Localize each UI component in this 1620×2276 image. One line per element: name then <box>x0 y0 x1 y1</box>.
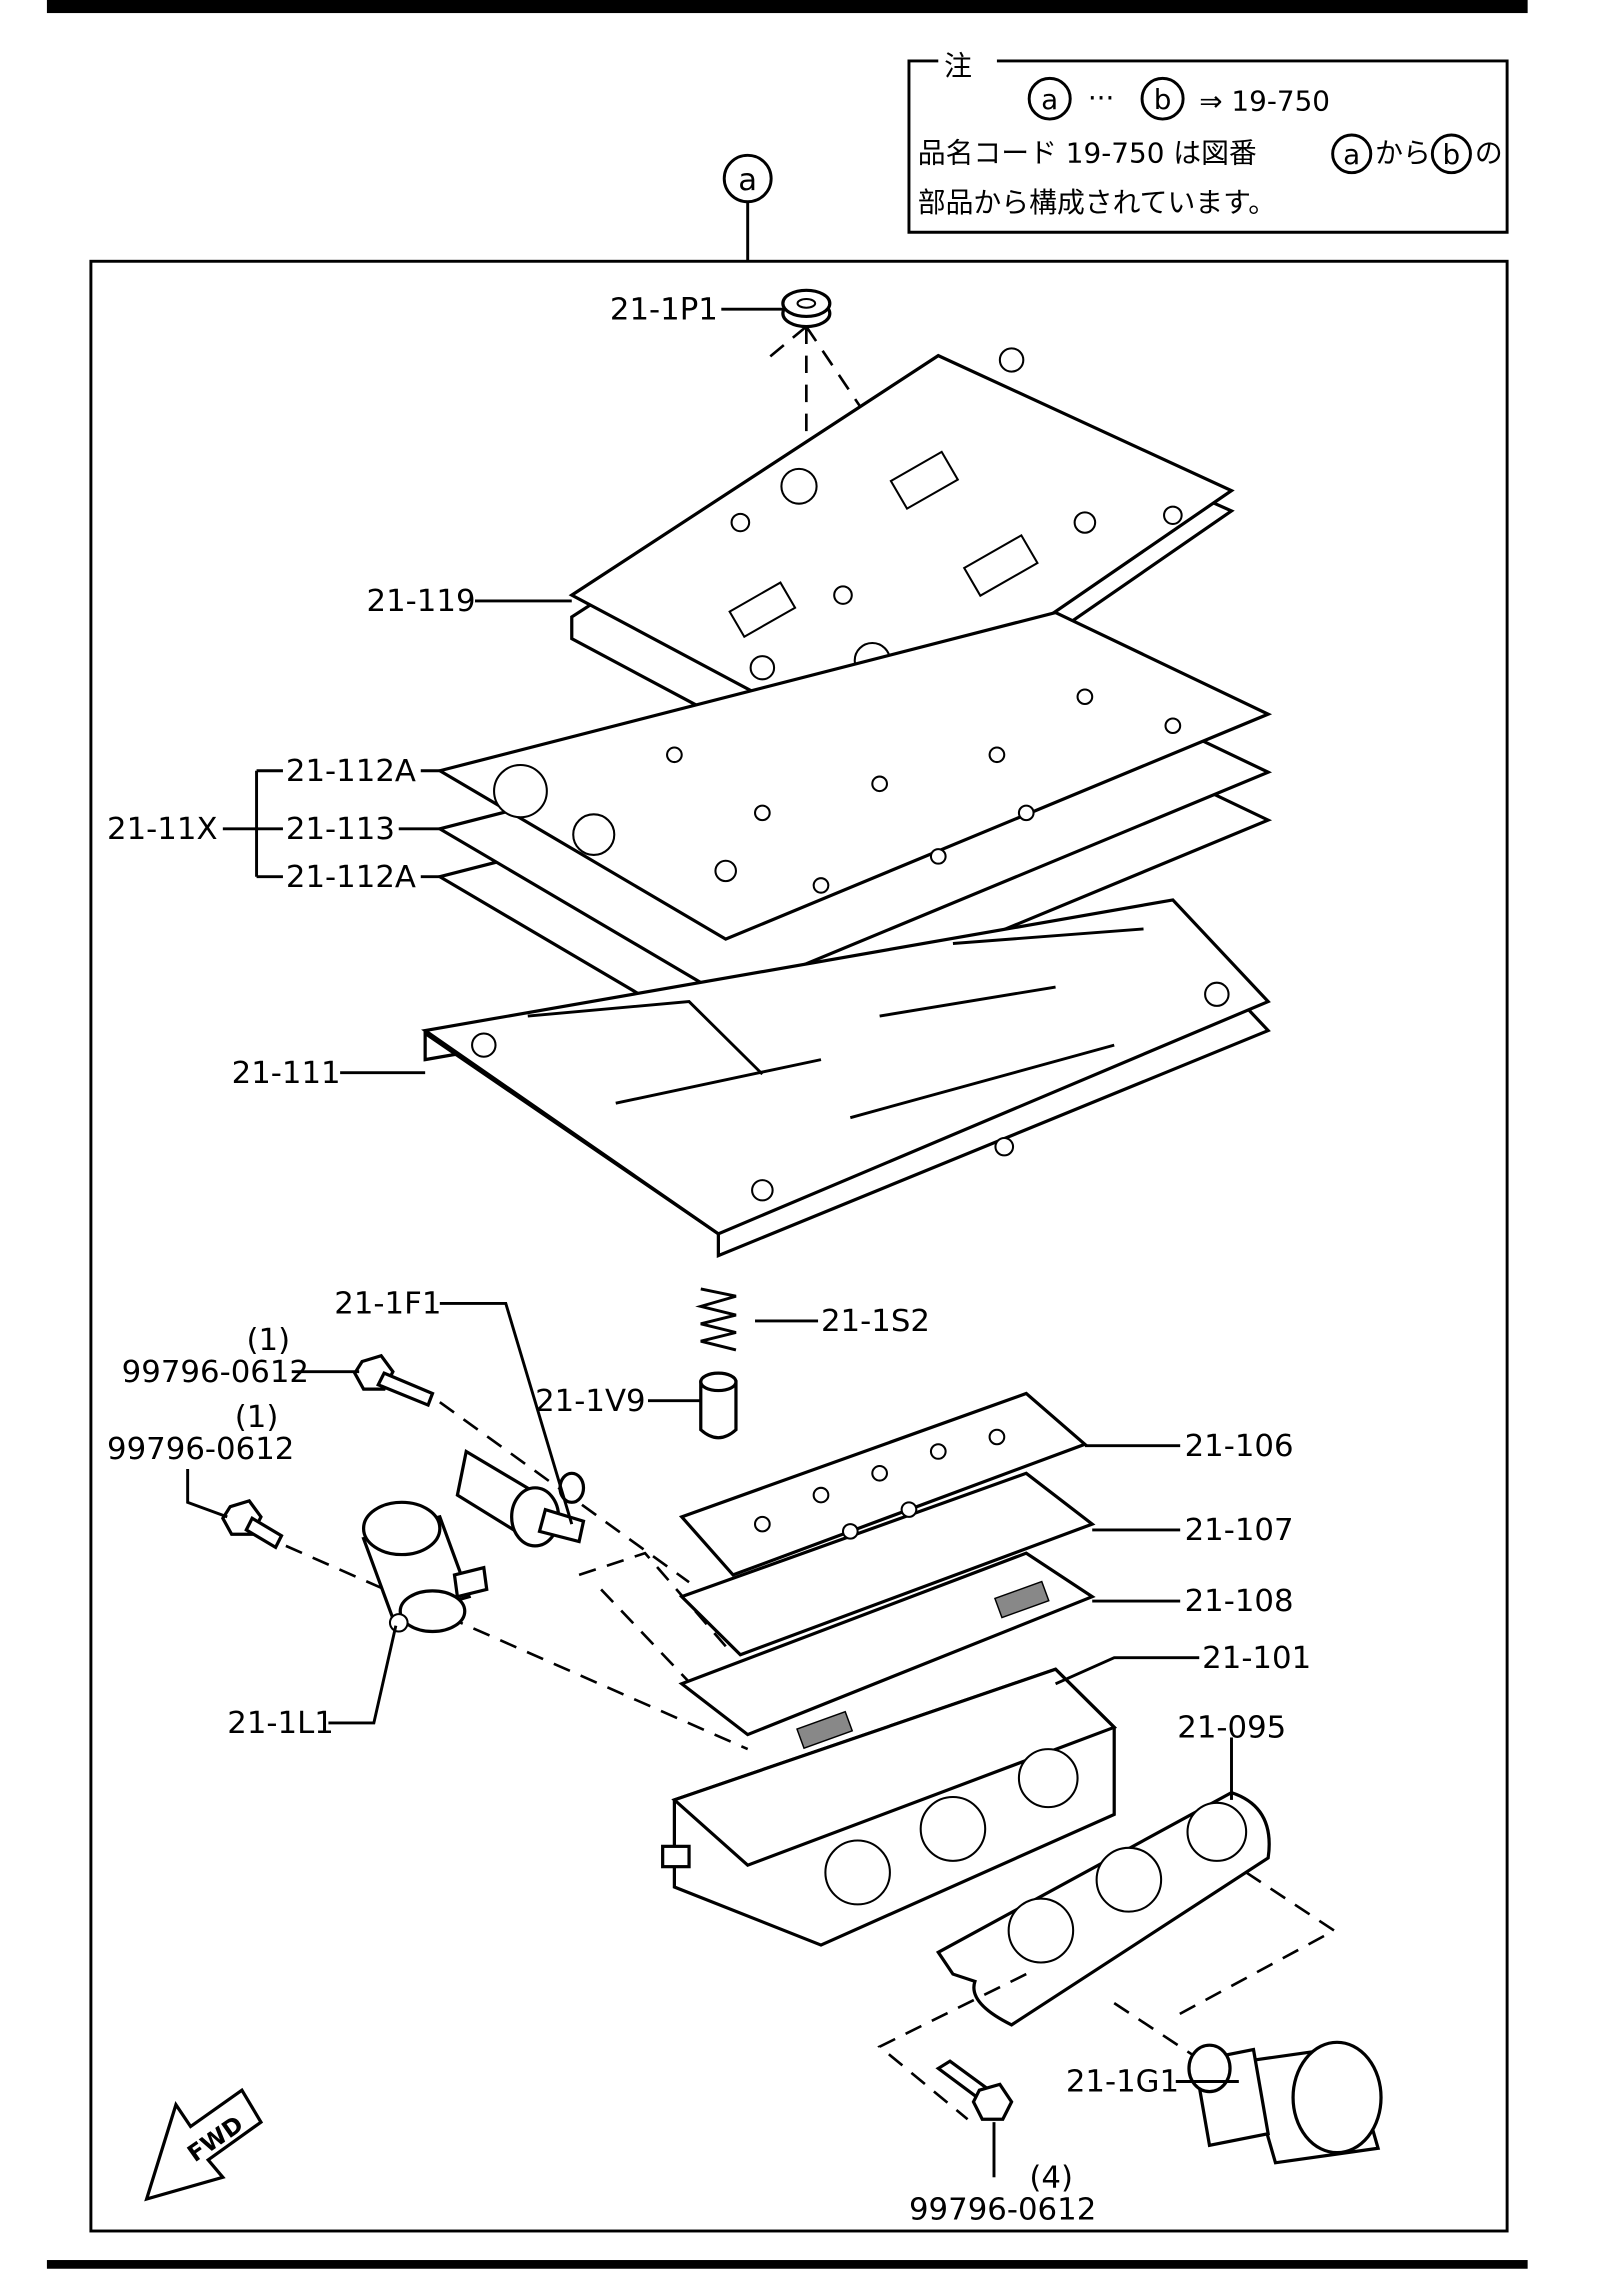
label-21-112a-top: 21-112A <box>286 754 416 789</box>
label-21-1v9: 21-1V9 <box>535 1384 645 1419</box>
note-line2-of: の <box>1475 137 1503 170</box>
note-line2: 品名コード 19-750 は図番 <box>918 137 1257 170</box>
label-21-1f1: 21-1F1 <box>334 1287 441 1322</box>
bolt2-part: 99796-0612 <box>107 1432 294 1467</box>
note-ref-b: b <box>1154 83 1172 116</box>
note-box: 注 a ··· b ⇒ 19-750 品名コード 19-750 は図番 a から… <box>907 50 1509 234</box>
part-21-1g1 <box>1187 2040 1383 2165</box>
label-21-112a-bottom: 21-112A <box>286 860 416 895</box>
label-21-11x: 21-11X <box>107 812 218 847</box>
bolt1-part: 99796-0612 <box>122 1355 309 1390</box>
note-line2-ref-a: a <box>1343 138 1360 171</box>
note-ref-a: a <box>1041 83 1058 116</box>
label-21-1s2: 21-1S2 <box>821 1304 930 1339</box>
assembly-frame <box>89 259 1509 2233</box>
note-title: 注 <box>944 50 972 83</box>
part-21-101 <box>661 1667 1118 1947</box>
part-21-108 <box>678 1551 1096 1737</box>
note-dots: ··· <box>1088 82 1115 115</box>
part-21-1s2 <box>695 1287 737 1352</box>
part-21-1f1 <box>455 1448 586 1548</box>
label-21-111: 21-111 <box>232 1056 341 1091</box>
part-21-1p1 <box>761 288 881 668</box>
fwd-arrow-icon: FWD <box>144 2087 264 2202</box>
part-21-1v9 <box>699 1371 738 1440</box>
part-21-112a-top <box>435 610 1273 941</box>
note-line3: 部品から構成されています。 <box>918 186 1276 219</box>
label-21-1l1: 21-1L1 <box>227 1706 334 1741</box>
note-result: ⇒ 19-750 <box>1199 84 1330 117</box>
label-21-1p1: 21-1P1 <box>610 292 718 327</box>
part-21-1l1 <box>361 1500 489 1634</box>
label-21-095: 21-095 <box>1177 1711 1286 1746</box>
part-21-111 <box>421 898 1271 1258</box>
label-21-106: 21-106 <box>1185 1429 1294 1464</box>
label-21-101: 21-101 <box>1202 1641 1311 1676</box>
label-21-119: 21-119 <box>367 584 476 619</box>
bolt2-qty: (1) <box>235 1400 279 1435</box>
bolt3-part: 99796-0612 <box>909 2193 1096 2228</box>
label-21-113: 21-113 <box>286 812 395 847</box>
label-21-1g1: 21-1G1 <box>1066 2065 1179 2100</box>
bolt-2 <box>220 1499 749 1751</box>
part-21-119 <box>568 347 1235 794</box>
part-21-095 <box>935 1790 1271 2027</box>
note-line2-from: から <box>1375 137 1431 170</box>
top-rule <box>46 0 1528 14</box>
label-21-107: 21-107 <box>1185 1513 1294 1548</box>
group-marker: a <box>738 163 757 198</box>
note-line2-ref-b: b <box>1443 138 1461 171</box>
bottom-rule <box>46 2260 1528 2269</box>
bolt-3 <box>935 2059 1014 2121</box>
bolt3-qty: (4) <box>1029 2161 1073 2196</box>
label-21-108: 21-108 <box>1185 1584 1294 1619</box>
bolt1-qty: (1) <box>246 1323 290 1358</box>
